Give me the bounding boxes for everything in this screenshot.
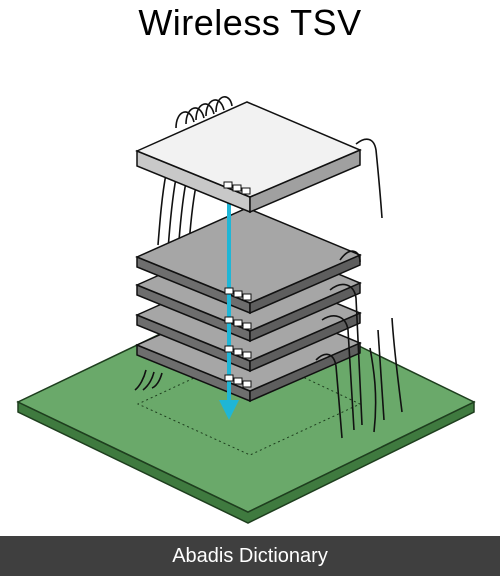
chip-footprint-outline [136, 351, 362, 456]
footer-bar: Abadis Dictionary [0, 536, 500, 576]
bond-wires-top-coil [175, 96, 233, 129]
wireless-tsv-diagram [16, 96, 476, 524]
top-die-pads [223, 181, 251, 195]
diagram-title: Wireless TSV [138, 2, 362, 43]
bond-wires-right [315, 138, 403, 439]
stack-pads [224, 287, 252, 388]
footer-label: Abadis Dictionary [172, 544, 328, 567]
top-die [135, 101, 362, 214]
